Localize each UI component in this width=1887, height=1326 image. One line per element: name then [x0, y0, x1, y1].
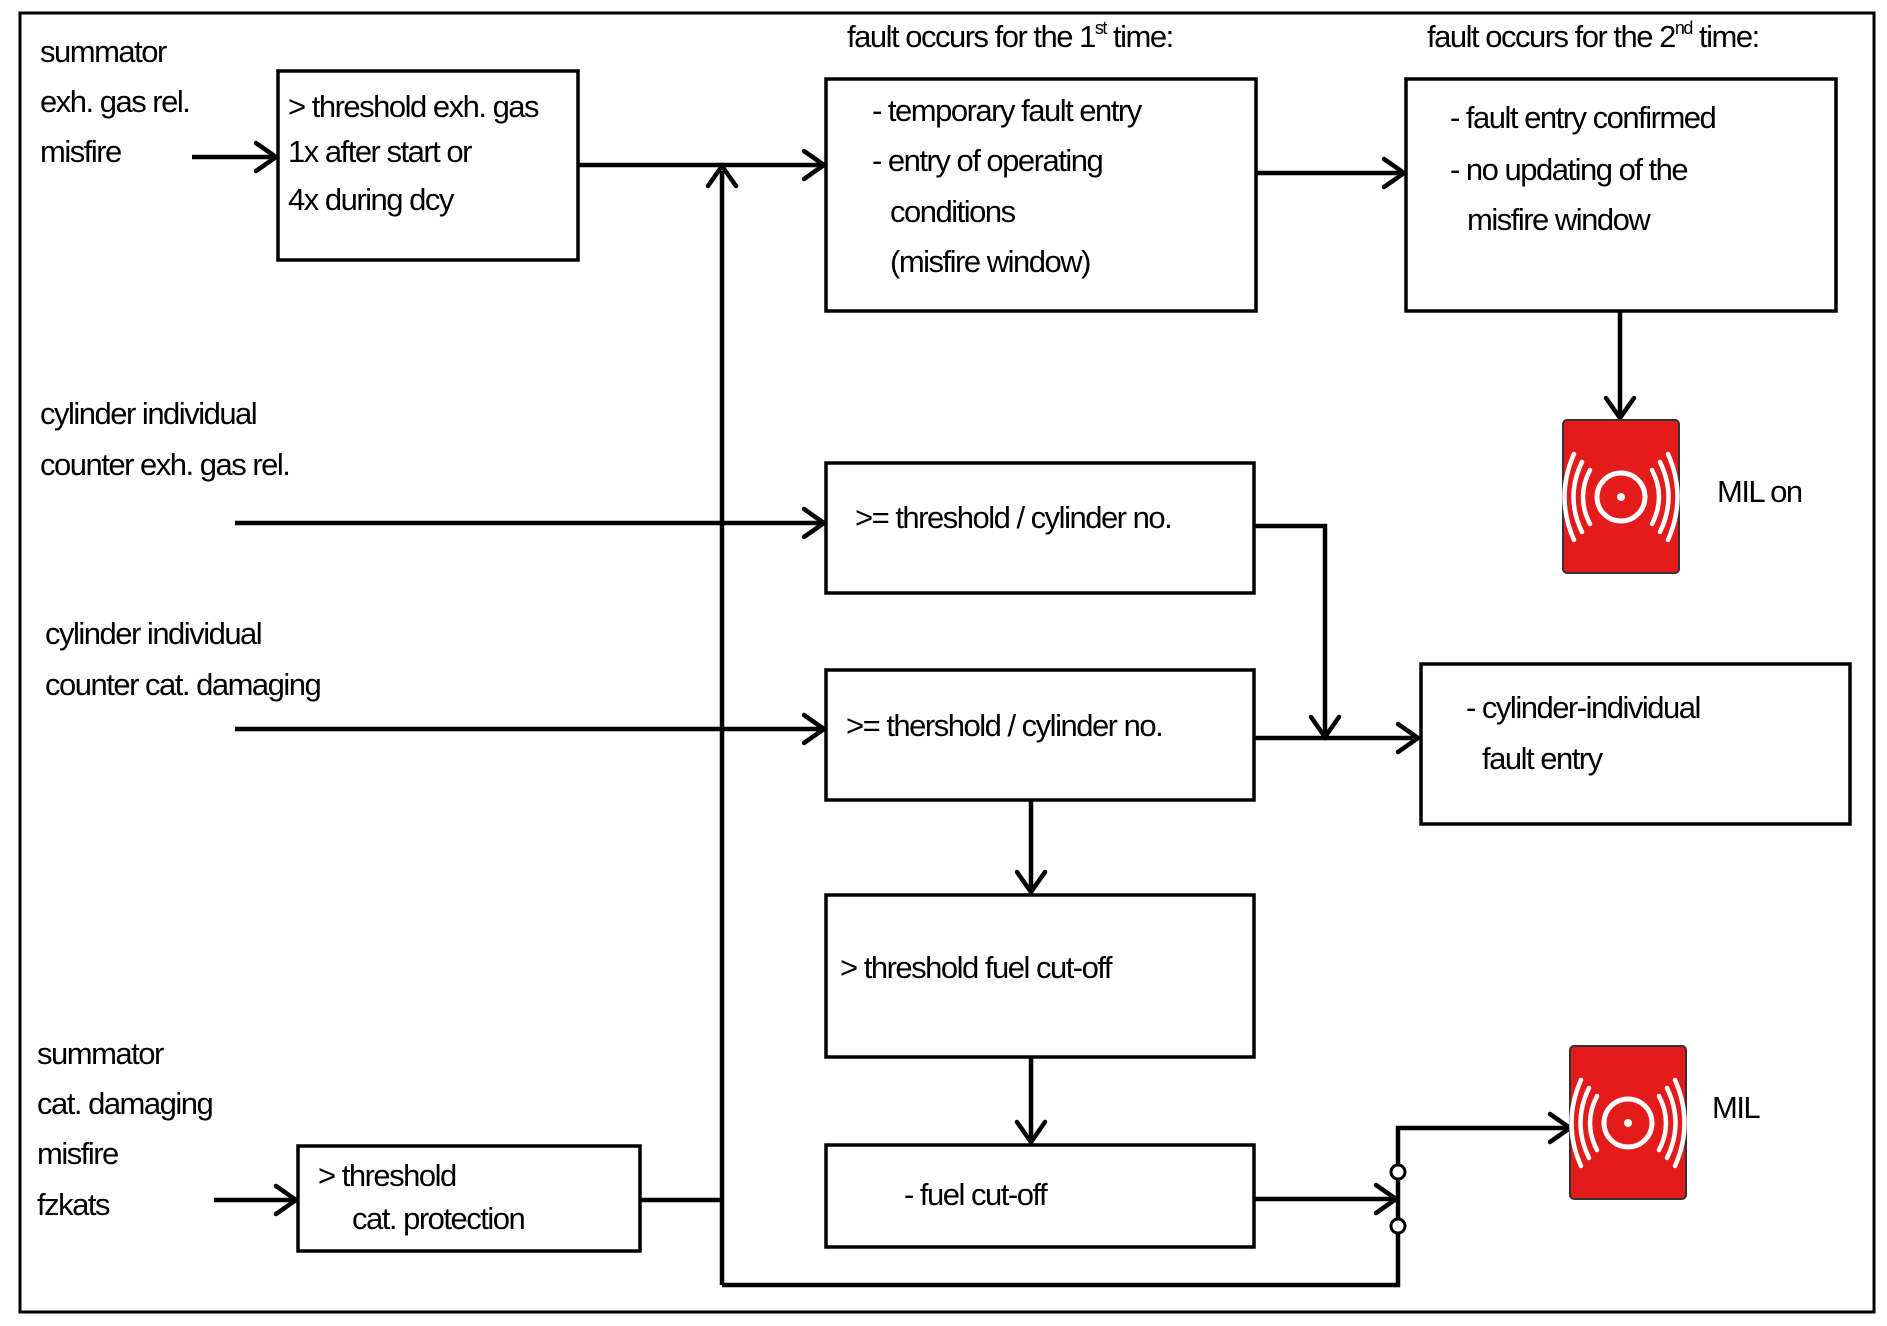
- input-summator-cat-line-2: cat. damaging: [37, 1086, 212, 1121]
- mil-icon-arc-left-inner: [1587, 1093, 1600, 1153]
- second-time-line-2: - no updating of the: [1450, 152, 1687, 187]
- fuel-cutoff-box-frame: [824, 1143, 1256, 1249]
- arrowhead-fuel-cutoff: [1373, 1182, 1400, 1216]
- cyl-exh-threshold-box: >= threshold / cylinder no.: [824, 461, 1256, 595]
- second-time-box-frame: [1404, 77, 1838, 313]
- connector-bottom-loop: [722, 1125, 1566, 1288]
- junction-circle-upper: [1389, 1163, 1407, 1181]
- mil-icon-arc-right-outer: [1672, 1077, 1687, 1169]
- cyl-exh-threshold-line-1: >= threshold / cylinder no.: [855, 500, 1171, 535]
- arrowhead-cat-to-fuel-threshold: [1014, 869, 1048, 896]
- threshold-exh-box: > threshold exh. gas 1x after start or 4…: [276, 69, 580, 262]
- input-summator-exh-line-3: misfire: [40, 134, 121, 169]
- arrowhead-summator-exh: [253, 140, 280, 174]
- header-second-time-text: fault occurs for the 2: [1427, 19, 1675, 54]
- first-time-line-4: (misfire window): [890, 244, 1090, 279]
- mil-on-icon-arc-left-mid: [1571, 459, 1585, 535]
- threshold-exh-line-2: 1x after start or: [288, 134, 472, 169]
- mil-on-icon-ring: [1594, 470, 1648, 524]
- cyl-cat-threshold-box-frame: [824, 668, 1256, 802]
- second-time-box: - fault entry confirmed - no updating of…: [1404, 77, 1838, 313]
- cyl-fault-entry-box: - cylinder-individual fault entry: [1419, 662, 1852, 826]
- mil-icon-arc-left-outer: [1569, 1077, 1584, 1169]
- cat-protection-line-2: cat. protection: [352, 1201, 524, 1236]
- threshold-exh-line-3: 4x during dcy: [288, 182, 455, 217]
- mil-on-icon-arc-left-inner: [1580, 467, 1593, 527]
- input-summator-cat-line-3: misfire: [37, 1136, 118, 1171]
- mil-on-icon-arc-left-outer: [1562, 451, 1577, 543]
- input-summator-cat-line-4: fzkats: [37, 1187, 110, 1222]
- mil-on-icon-arc-right-mid: [1657, 459, 1671, 535]
- fuel-threshold-line-1: > threshold fuel cut-off: [840, 950, 1113, 985]
- input-cyl-exh-line-1: cylinder individual: [40, 396, 256, 431]
- mil-icon-arc-right-inner: [1656, 1093, 1669, 1153]
- mil-on-icon-arc-right-outer: [1665, 451, 1680, 543]
- mil-label: MIL: [1712, 1090, 1760, 1125]
- cyl-fault-entry-line-1: - cylinder-individual: [1466, 690, 1700, 725]
- arrowhead-cyl-cat-to-fault: [1395, 721, 1422, 755]
- fuel-cutoff-line-1: - fuel cut-off: [904, 1177, 1048, 1212]
- mil-icon-arc-left-mid: [1578, 1085, 1592, 1161]
- arrowhead-second-to-mil: [1603, 395, 1637, 422]
- threshold-exh-line-1: > threshold exh. gas: [288, 89, 539, 124]
- cat-protection-box-frame: [296, 1144, 642, 1253]
- first-time-box-frame: [824, 77, 1258, 313]
- second-time-line-1: - fault entry confirmed: [1450, 100, 1716, 135]
- header-first-time-sup: st: [1095, 18, 1108, 38]
- second-time-line-3: misfire window: [1467, 202, 1651, 237]
- cyl-cat-threshold-line-1: >= thershold / cylinder no.: [846, 708, 1162, 743]
- arrowhead-cyl-exh: [801, 506, 828, 540]
- cyl-fault-entry-line-2: fault entry: [1482, 741, 1604, 776]
- first-time-box: - temporary fault entry - entry of opera…: [824, 77, 1258, 313]
- input-cyl-cat-line-1: cylinder individual: [45, 616, 261, 651]
- input-summator-exh-line-2: exh. gas rel.: [40, 84, 189, 119]
- connector-cyl-exh-to-junction: [1254, 523, 1328, 733]
- first-time-line-2: - entry of operating: [872, 143, 1102, 178]
- mil-on-icon: [1562, 419, 1680, 574]
- mil-icon-arc-right-mid: [1664, 1085, 1678, 1161]
- fuel-threshold-box: > threshold fuel cut-off: [824, 893, 1256, 1059]
- junction-circle-lower: [1389, 1217, 1407, 1235]
- header-second-time: fault occurs for the 2nd time:: [1427, 18, 1759, 54]
- cat-protection-box: > threshold cat. protection: [296, 1144, 642, 1253]
- mil-on-label: MIL on: [1717, 474, 1802, 509]
- first-time-line-3: conditions: [890, 194, 1016, 229]
- cat-protection-line-1: > threshold: [318, 1158, 456, 1193]
- header-first-time: fault occurs for the 1st time:: [847, 18, 1173, 54]
- threshold-exh-box-frame: [276, 69, 580, 262]
- arrowhead-summator-cat: [273, 1183, 300, 1217]
- mil-icon-dot: [1624, 1119, 1632, 1127]
- input-summator-cat-line-1: summator: [37, 1036, 164, 1071]
- fuel-cutoff-box: - fuel cut-off: [824, 1143, 1256, 1249]
- diagram-frame: [18, 11, 1876, 1314]
- header-first-time-text: fault occurs for the 1: [847, 19, 1095, 54]
- mil-icon: [1569, 1045, 1687, 1200]
- first-time-line-1: - temporary fault entry: [872, 93, 1143, 128]
- input-cyl-cat-line-2: counter cat. damaging: [45, 667, 321, 702]
- arrowhead-cyl-cat: [801, 712, 828, 746]
- header-first-time-tail: time:: [1106, 19, 1173, 54]
- header-second-time-sup: nd: [1675, 18, 1693, 38]
- fuel-threshold-box-frame: [824, 893, 1256, 1059]
- arrowhead-fuel-threshold-to-cutoff: [1014, 1119, 1048, 1146]
- header-second-time-tail: time:: [1692, 19, 1759, 54]
- mil-icon-ring: [1601, 1096, 1655, 1150]
- cyl-exh-threshold-box-frame: [824, 461, 1256, 595]
- mil-on-icon-arc-right-inner: [1649, 467, 1662, 527]
- arrowhead-bus-up: [705, 162, 739, 189]
- arrowhead-first-to-second: [1381, 156, 1408, 190]
- input-summator-exh-line-1: summator: [40, 34, 167, 69]
- cyl-fault-entry-box-frame: [1419, 662, 1852, 826]
- cyl-cat-threshold-box: >= thershold / cylinder no.: [824, 668, 1256, 802]
- input-cyl-exh-line-2: counter exh. gas rel.: [40, 447, 289, 482]
- mil-on-icon-dot: [1617, 493, 1625, 501]
- arrowhead-threshold-to-first: [801, 148, 828, 182]
